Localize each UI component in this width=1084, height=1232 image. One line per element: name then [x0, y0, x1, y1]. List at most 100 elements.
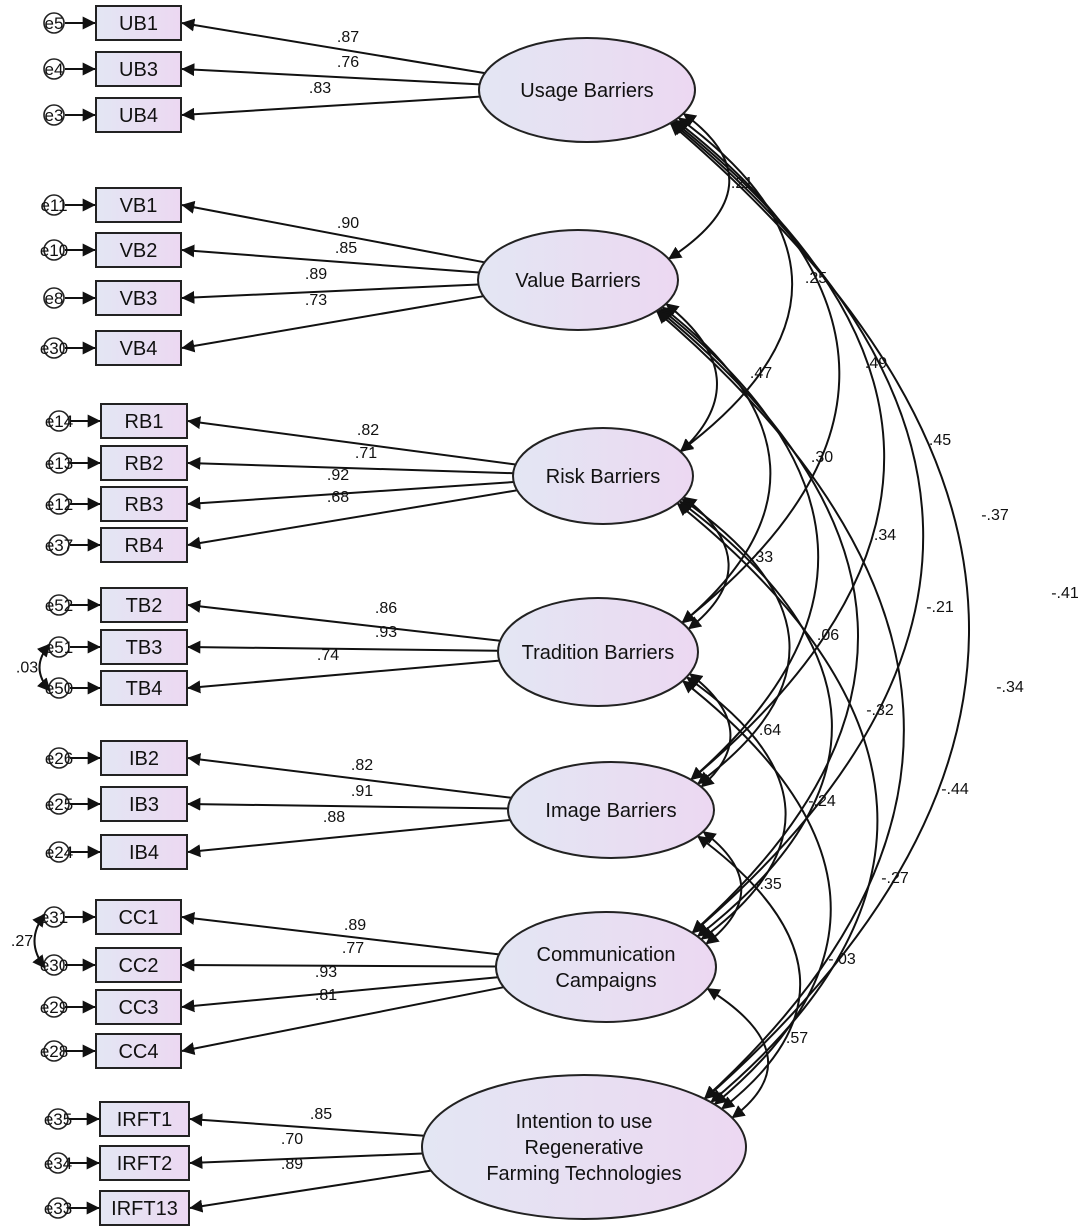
correlation-label-rb-cc: -.32: [866, 702, 894, 719]
indicator-box-cc1: [95, 899, 182, 935]
indicator-box-tb4: [100, 670, 188, 706]
loading-arrow-cc2: [181, 958, 497, 972]
correlation-label-vb-cc: -.21: [926, 599, 954, 616]
indicator-label-rb2: RB2: [125, 453, 164, 475]
correlation-layer: .21.25.49.45-.37-.41.47.30.34-.21-.34.33…: [655, 112, 1079, 1119]
indicator-box-ib4: [100, 834, 188, 870]
error-label-irft13: e33: [44, 1199, 72, 1218]
loading-arrow-rb2: [187, 456, 514, 475]
error-label-ib2: e26: [45, 749, 73, 768]
correlation-label-vb-ib: .34: [874, 527, 896, 544]
error-circle-ib2: [48, 747, 70, 769]
correlation-label-ub-ib: .45: [929, 432, 951, 449]
indicator-box-ub4: [95, 97, 182, 133]
indicator-box-vb4: [95, 330, 182, 366]
correlation-arrow-vb-cc: [657, 309, 859, 934]
error-label-ub1: e5: [45, 14, 64, 33]
error-circle-cc4: [43, 1040, 65, 1062]
indicator-label-cc1: CC1: [118, 907, 158, 929]
correlation-label-cc-irft: .57: [786, 1030, 808, 1047]
indicator-label-cc4: CC4: [118, 1041, 158, 1063]
correlation-label-tb-irft: -.27: [881, 870, 909, 887]
error-covariance-label-e31-e30: .27: [11, 933, 33, 950]
error-label-vb2: e10: [40, 241, 68, 260]
loading-label-rb1: .82: [357, 422, 379, 439]
loading-label-irft2: .70: [281, 1131, 303, 1148]
loading-label-ub4: .83: [309, 80, 331, 97]
error-label-cc1: e31: [40, 908, 68, 927]
indicator-label-ib4: IB4: [129, 842, 159, 864]
latent-ellipse-tb: [497, 597, 699, 707]
loading-arrow-cc4: [181, 986, 504, 1055]
latent-label-ib: Image Barriers: [545, 800, 676, 822]
loading-label-rb3: .92: [327, 467, 349, 484]
indicator-label-irft1: IRFT1: [117, 1109, 173, 1131]
indicator-label-rb1: RB1: [125, 411, 164, 433]
correlation-arrow-ub-rb: [677, 116, 793, 453]
correlation-arrow-tb-cc: [686, 676, 787, 941]
indicator-label-ib2: IB2: [129, 748, 159, 770]
loading-label-cc2: .77: [342, 940, 364, 957]
error-label-rb4: e37: [45, 536, 73, 555]
loading-label-tb4: .74: [317, 647, 339, 664]
correlation-label-tb-ib: .64: [759, 722, 781, 739]
loading-label-cc1: .89: [344, 917, 366, 934]
correlation-arrow-ub-vb: [668, 112, 731, 260]
correlation-label-rb-ib: .06: [817, 627, 839, 644]
loading-arrow-irft1: [189, 1113, 425, 1137]
error-circle-rb3: [48, 493, 70, 515]
indicator-box-ib2: [100, 740, 188, 776]
loading-arrow-cc3: [181, 976, 498, 1013]
error-circle-ub1: [43, 12, 65, 34]
loading-label-tb3: .93: [375, 624, 397, 641]
correlation-arrow-cc-irft: [706, 987, 769, 1119]
correlation-label-tb-cc: -.24: [808, 793, 836, 810]
loading-label-vb3: .89: [305, 266, 327, 283]
error-label-tb3: e51: [45, 638, 73, 657]
loading-arrow-ub1: [181, 18, 485, 75]
latent-ellipse-ub: [478, 37, 696, 143]
latent-label-ub: Usage Barriers: [520, 80, 653, 102]
loading-arrow-irft2: [189, 1152, 423, 1169]
correlation-arrow-vb-irft: [655, 310, 905, 1100]
loading-arrow-vb2: [181, 244, 480, 274]
loading-arrow-tb4: [187, 659, 500, 694]
indicator-box-vb2: [95, 232, 182, 268]
loading-label-vb2: .85: [335, 240, 357, 257]
error-label-cc3: e29: [40, 998, 68, 1017]
error-circle-vb2: [43, 239, 65, 261]
error-circle-ub4: [43, 104, 65, 126]
indicator-label-vb3: VB3: [120, 288, 158, 310]
loading-label-irft13: .89: [281, 1156, 303, 1173]
latent-label-irft: Farming Technologies: [486, 1163, 681, 1185]
latent-rb: Risk Barriers: [512, 427, 694, 525]
loading-arrow-ib3: [187, 797, 509, 811]
loading-label-ub3: .76: [337, 54, 359, 71]
indicator-label-rb3: RB3: [125, 494, 164, 516]
correlation-arrow-ub-cc: [671, 121, 925, 934]
indicator-label-tb2: TB2: [126, 595, 163, 617]
latent-label-irft: Regenerative: [525, 1137, 644, 1159]
indicator-label-ub1: UB1: [119, 13, 158, 35]
latent-label-irft: Intention to use: [516, 1111, 653, 1133]
latent-vb: Value Barriers: [477, 229, 679, 331]
loading-layer: .87.76.83.90.85.89.73.82.71.92.68.86.93.…: [181, 18, 518, 1213]
loading-arrow-vb4: [181, 295, 484, 353]
loading-label-cc3: .93: [315, 964, 337, 981]
error-circle-rb1: [48, 410, 70, 432]
indicator-box-vb1: [95, 187, 182, 223]
indicator-box-cc2: [95, 947, 182, 983]
error-label-tb4: e50: [45, 679, 73, 698]
latent-label-cc: Communication: [537, 944, 676, 966]
error-circle-irft1: [47, 1108, 69, 1130]
correlation-label-ib-irft: -.03: [828, 951, 856, 968]
error-label-rb1: e14: [45, 412, 73, 431]
error-label-ib4: e24: [45, 843, 73, 862]
loading-arrow-ub3: [181, 63, 480, 86]
error-circle-rb4: [48, 534, 70, 556]
loading-arrow-vb1: [181, 200, 485, 264]
loading-label-tb2: .86: [375, 600, 397, 617]
latent-label-vb: Value Barriers: [515, 270, 640, 292]
